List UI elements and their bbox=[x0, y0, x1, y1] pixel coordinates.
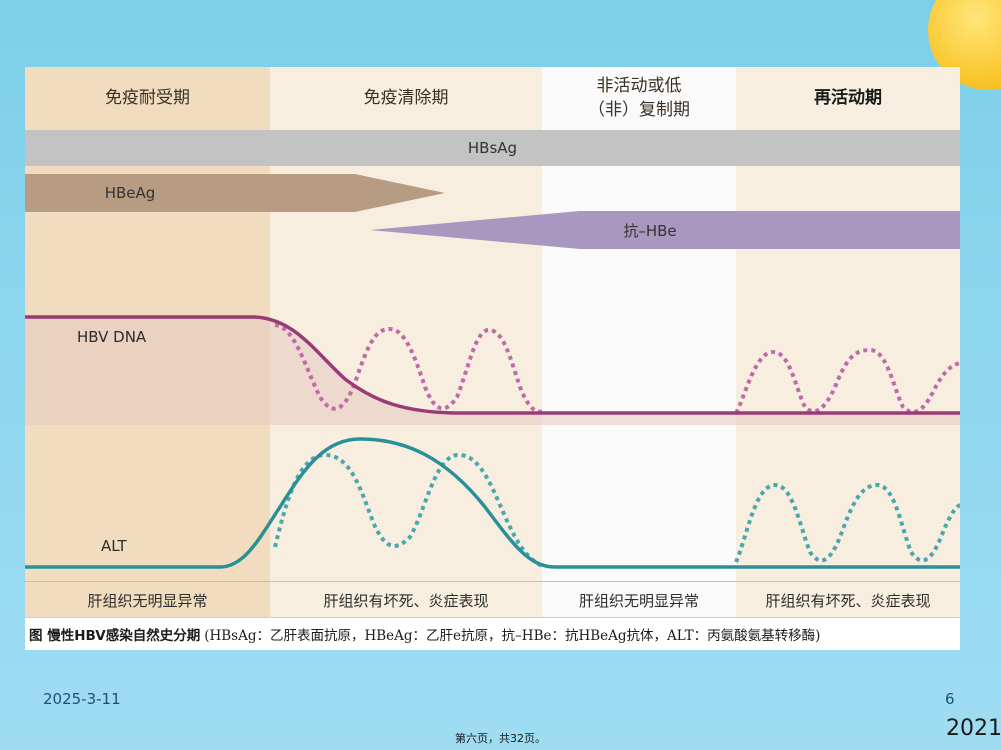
anti-hbe-arrow bbox=[370, 211, 960, 249]
tissue-cell-reactivation: 肝组织有坏死、炎症表现 bbox=[736, 582, 960, 618]
caption-lead: 图 慢性HBV感染自然史分期 bbox=[29, 628, 201, 644]
page-info: 第六页，共32页。 bbox=[455, 732, 546, 745]
caption-body: (HBsAg：乙肝表面抗原，HBeAg：乙肝e抗原，抗–HBe：抗HBeAg抗体… bbox=[204, 628, 821, 644]
hbv-dna-label: HBV DNA bbox=[77, 328, 147, 346]
alt-dotted-clearance bbox=[273, 452, 546, 569]
hbsag-label: HBsAg bbox=[467, 139, 518, 157]
hbv-natural-history-figure: 免疫耐受期 免疫清除期 非活动或低 （非）复制期 再活动期 HBsAg HBeA… bbox=[25, 67, 960, 650]
slide-year: 2021 bbox=[946, 716, 1001, 741]
tissue-cell-immune-clearance: 肝组织有坏死、炎症表现 bbox=[270, 582, 542, 618]
hbeag-label: HBeAg bbox=[104, 184, 156, 202]
hbv-dna-curve bbox=[25, 315, 960, 415]
phase-title-inactive: 非活动或低 （非）复制期 bbox=[588, 76, 690, 120]
alt-dotted-reactivation bbox=[734, 482, 960, 563]
alt-curve bbox=[25, 437, 960, 569]
hbv-dna-area bbox=[25, 317, 960, 425]
alt-label: ALT bbox=[101, 537, 127, 555]
anti-hbe-label: 抗–HBe bbox=[623, 221, 677, 240]
marker-curves bbox=[25, 174, 960, 569]
hbeag-arrow bbox=[25, 174, 445, 212]
tissue-cell-immune-tolerance: 肝组织无明显异常 bbox=[25, 582, 270, 618]
hbsag-band: HBsAg bbox=[25, 130, 960, 166]
slide-number: 6 bbox=[945, 690, 955, 708]
slide-date: 2025-3-11 bbox=[43, 690, 121, 708]
hbeag-label-box: HBeAg bbox=[75, 174, 185, 212]
phase-title-reactivation: 再活动期 bbox=[814, 88, 882, 108]
hbv-dna-dotted-clearance bbox=[274, 323, 546, 414]
tissue-cell-inactive: 肝组织无明显异常 bbox=[542, 582, 736, 618]
anti-hbe-label-box: 抗–HBe bbox=[595, 211, 705, 249]
hbv-dna-dotted-reactivation bbox=[734, 347, 960, 414]
phase-title-immune-tolerance: 免疫耐受期 bbox=[105, 88, 190, 108]
tissue-row: 肝组织无明显异常 肝组织有坏死、炎症表现 肝组织无明显异常 肝组织有坏死、炎症表… bbox=[25, 581, 960, 618]
figure-caption: 图 慢性HBV感染自然史分期 (HBsAg：乙肝表面抗原，HBeAg：乙肝e抗原… bbox=[25, 617, 960, 650]
phase-title-immune-clearance: 免疫清除期 bbox=[363, 88, 449, 108]
